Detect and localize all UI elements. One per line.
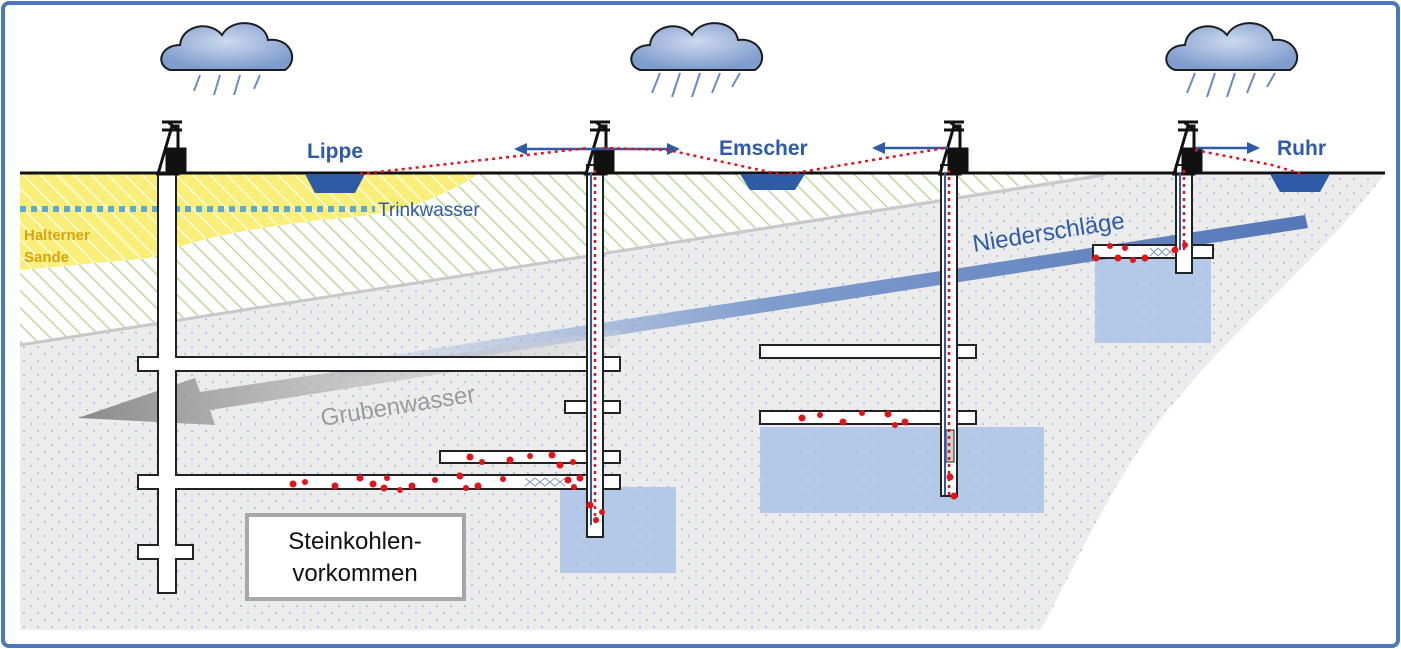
rain-cloud-icons [160, 22, 1299, 98]
headframe-icons [156, 120, 1203, 176]
steinkohle-label-line2: vorkommen [292, 560, 417, 587]
emscher-label: Emscher [719, 137, 808, 160]
grubenwasser-arrow [78, 330, 620, 425]
shaft-water-lines [590, 172, 1181, 525]
halterner-label-line1: Halterner [24, 227, 90, 244]
filter-mesh [524, 247, 1175, 487]
flooded-zones [560, 255, 1211, 573]
lippe-label: Lippe [307, 140, 363, 163]
pollutant-flow-lines [359, 146, 1306, 525]
river-channels [305, 174, 1330, 193]
steinkohle-box [245, 513, 466, 601]
halterner-label-line2: Sande [24, 249, 69, 266]
pollutant-particles [289, 242, 1188, 523]
ruhr-label: Ruhr [1277, 137, 1326, 160]
trinkwasser-label: Trinkwasser [378, 200, 480, 221]
steinkohle-label-line1: Steinkohlen- [288, 528, 421, 555]
